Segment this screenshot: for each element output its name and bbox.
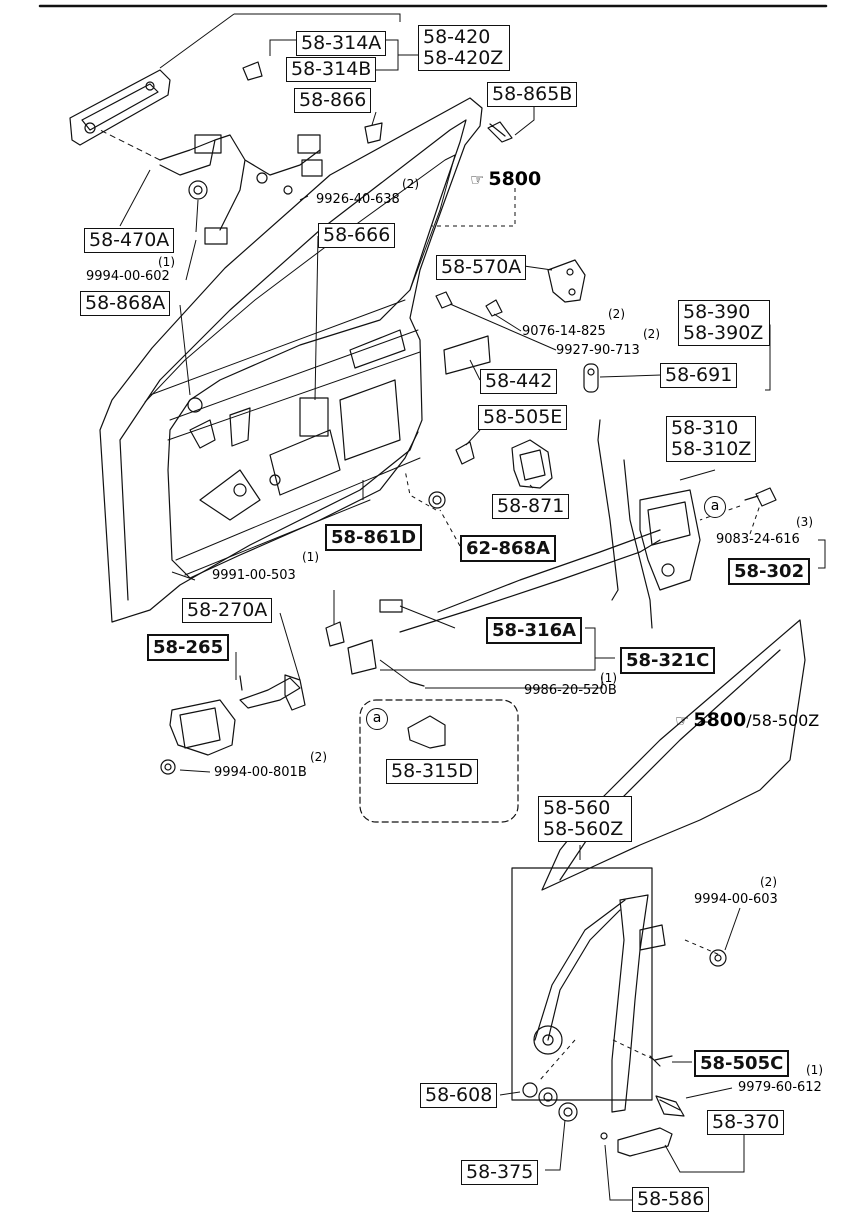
- reference-5800-glass: ☞5800/58-500Z: [675, 709, 820, 731]
- hw-9076-14-825: 9076-14-825: [522, 324, 606, 339]
- pointing-hand-icon: ☞: [470, 170, 485, 189]
- qty-9994-00-603: (2): [760, 875, 777, 889]
- part-58-390-label: 58-390: [683, 301, 751, 323]
- part-58-314A: 58-314A: [296, 31, 387, 56]
- part-58-310: 58-310 58-310Z: [666, 416, 756, 462]
- callout-circle-a: a: [704, 496, 726, 518]
- part-62-868A: 62-868A: [460, 535, 557, 562]
- door-window-frame: [144, 154, 456, 403]
- reference-5800: ☞5800: [470, 168, 542, 190]
- part-58-316A: 58-316A: [486, 617, 583, 644]
- part-58-310Z-label: 58-310Z: [671, 438, 752, 460]
- door-outer-panel: [99, 97, 483, 623]
- control-rod: [399, 539, 661, 633]
- hw-9083-24-616: 9083-24-616: [716, 532, 800, 547]
- panel-opening: [299, 397, 329, 437]
- part-58-390Z-label: 58-390Z: [683, 322, 764, 344]
- window-crank: [617, 1127, 673, 1157]
- door-latch-58-310: [639, 489, 701, 591]
- part-58-270A: 58-270A: [182, 598, 273, 623]
- qty-9076-14-825: (2): [608, 307, 625, 321]
- part-58-390: 58-390 58-390Z: [678, 300, 770, 346]
- seal-58-442: [443, 335, 491, 375]
- qty-9979-60-612: (1): [806, 1063, 823, 1077]
- screw-58-865B: [487, 121, 513, 143]
- part-58-865B: 58-865B: [487, 82, 578, 107]
- qty-9926: (2): [402, 177, 419, 191]
- part-58-666: 58-666: [318, 223, 396, 248]
- hw-9986-20-520B: 9986-20-520B: [524, 683, 617, 698]
- hw-9927-90-713: 9927-90-713: [556, 343, 640, 358]
- hw-9991-00-503: 9991-00-503: [212, 568, 296, 583]
- part-58-420: 58-420 58-420Z: [418, 25, 510, 71]
- part-58-442: 58-442: [480, 369, 558, 394]
- hw-9926-40-638: 9926-40-638: [316, 192, 400, 207]
- part-58-265: 58-265: [147, 634, 230, 661]
- part-58-570A: 58-570A: [436, 255, 527, 280]
- part-58-420Z-label: 58-420Z: [423, 47, 504, 69]
- part-58-505C: 58-505C: [694, 1050, 790, 1077]
- qty-9083-24-616: (3): [796, 515, 813, 529]
- part-58-315D: 58-315D: [386, 759, 478, 784]
- lock-assembly: [169, 699, 236, 756]
- part-58-861D: 58-861D: [325, 524, 423, 551]
- part-58-375: 58-375: [461, 1160, 539, 1185]
- part-58-866: 58-866: [294, 88, 372, 113]
- part-58-586: 58-586: [632, 1187, 710, 1212]
- rod-clip-58-316A: [379, 599, 403, 613]
- window-regulator: [611, 894, 649, 1113]
- hw-9994-00-602: 9994-00-602: [86, 269, 170, 284]
- inner-handle-58-871: [511, 439, 553, 489]
- inner-handle-bezel: [69, 69, 171, 146]
- detail-box-a: [359, 699, 519, 823]
- hw-9994-00-603: 9994-00-603: [694, 892, 778, 907]
- wire-harness: [159, 134, 321, 231]
- part-58-871: 58-871: [492, 494, 570, 519]
- leader-lines: [99, 13, 826, 1201]
- clip-58-866: [364, 122, 383, 144]
- part-58-321C: 58-321C: [620, 647, 716, 674]
- part-58-314B: 58-314B: [286, 57, 377, 82]
- striker-plate: [547, 259, 586, 303]
- door-handle-58-270A: [239, 677, 301, 709]
- hw-9979-60-612: 9979-60-612: [738, 1080, 822, 1095]
- callout-circle-a-detail: a: [366, 708, 388, 730]
- part-58-608: 58-608: [420, 1083, 498, 1108]
- part-58-470A: 58-470A: [84, 228, 175, 253]
- part-58-302: 58-302: [728, 558, 811, 585]
- part-58-560: 58-560 58-560Z: [538, 796, 632, 842]
- pointing-hand-icon: ☞: [675, 711, 690, 730]
- qty-9994-00-801B: (2): [310, 750, 327, 764]
- part-58-370: 58-370: [707, 1110, 785, 1135]
- part-58-315D: [407, 715, 446, 749]
- outer-handle-58-321C: [347, 639, 377, 675]
- hw-9994-00-801B: 9994-00-801B: [214, 765, 307, 780]
- part-58-420-label: 58-420: [423, 26, 491, 48]
- qty-9927-90-713: (2): [643, 327, 660, 341]
- part-58-310-label: 58-310: [671, 417, 739, 439]
- part-58-560-label: 58-560: [543, 797, 611, 819]
- regulator-frame: [511, 867, 653, 1101]
- handle-recess: [187, 397, 203, 413]
- part-58-560Z-label: 58-560Z: [543, 818, 624, 840]
- qty-9994-00-602: (1): [158, 255, 175, 269]
- part-58-505E: 58-505E: [478, 405, 568, 430]
- part-58-691: 58-691: [660, 363, 738, 388]
- part-58-868A: 58-868A: [80, 291, 171, 316]
- qty-9986-20-520B: (1): [600, 671, 617, 685]
- qty-9991-00-503: (1): [302, 550, 319, 564]
